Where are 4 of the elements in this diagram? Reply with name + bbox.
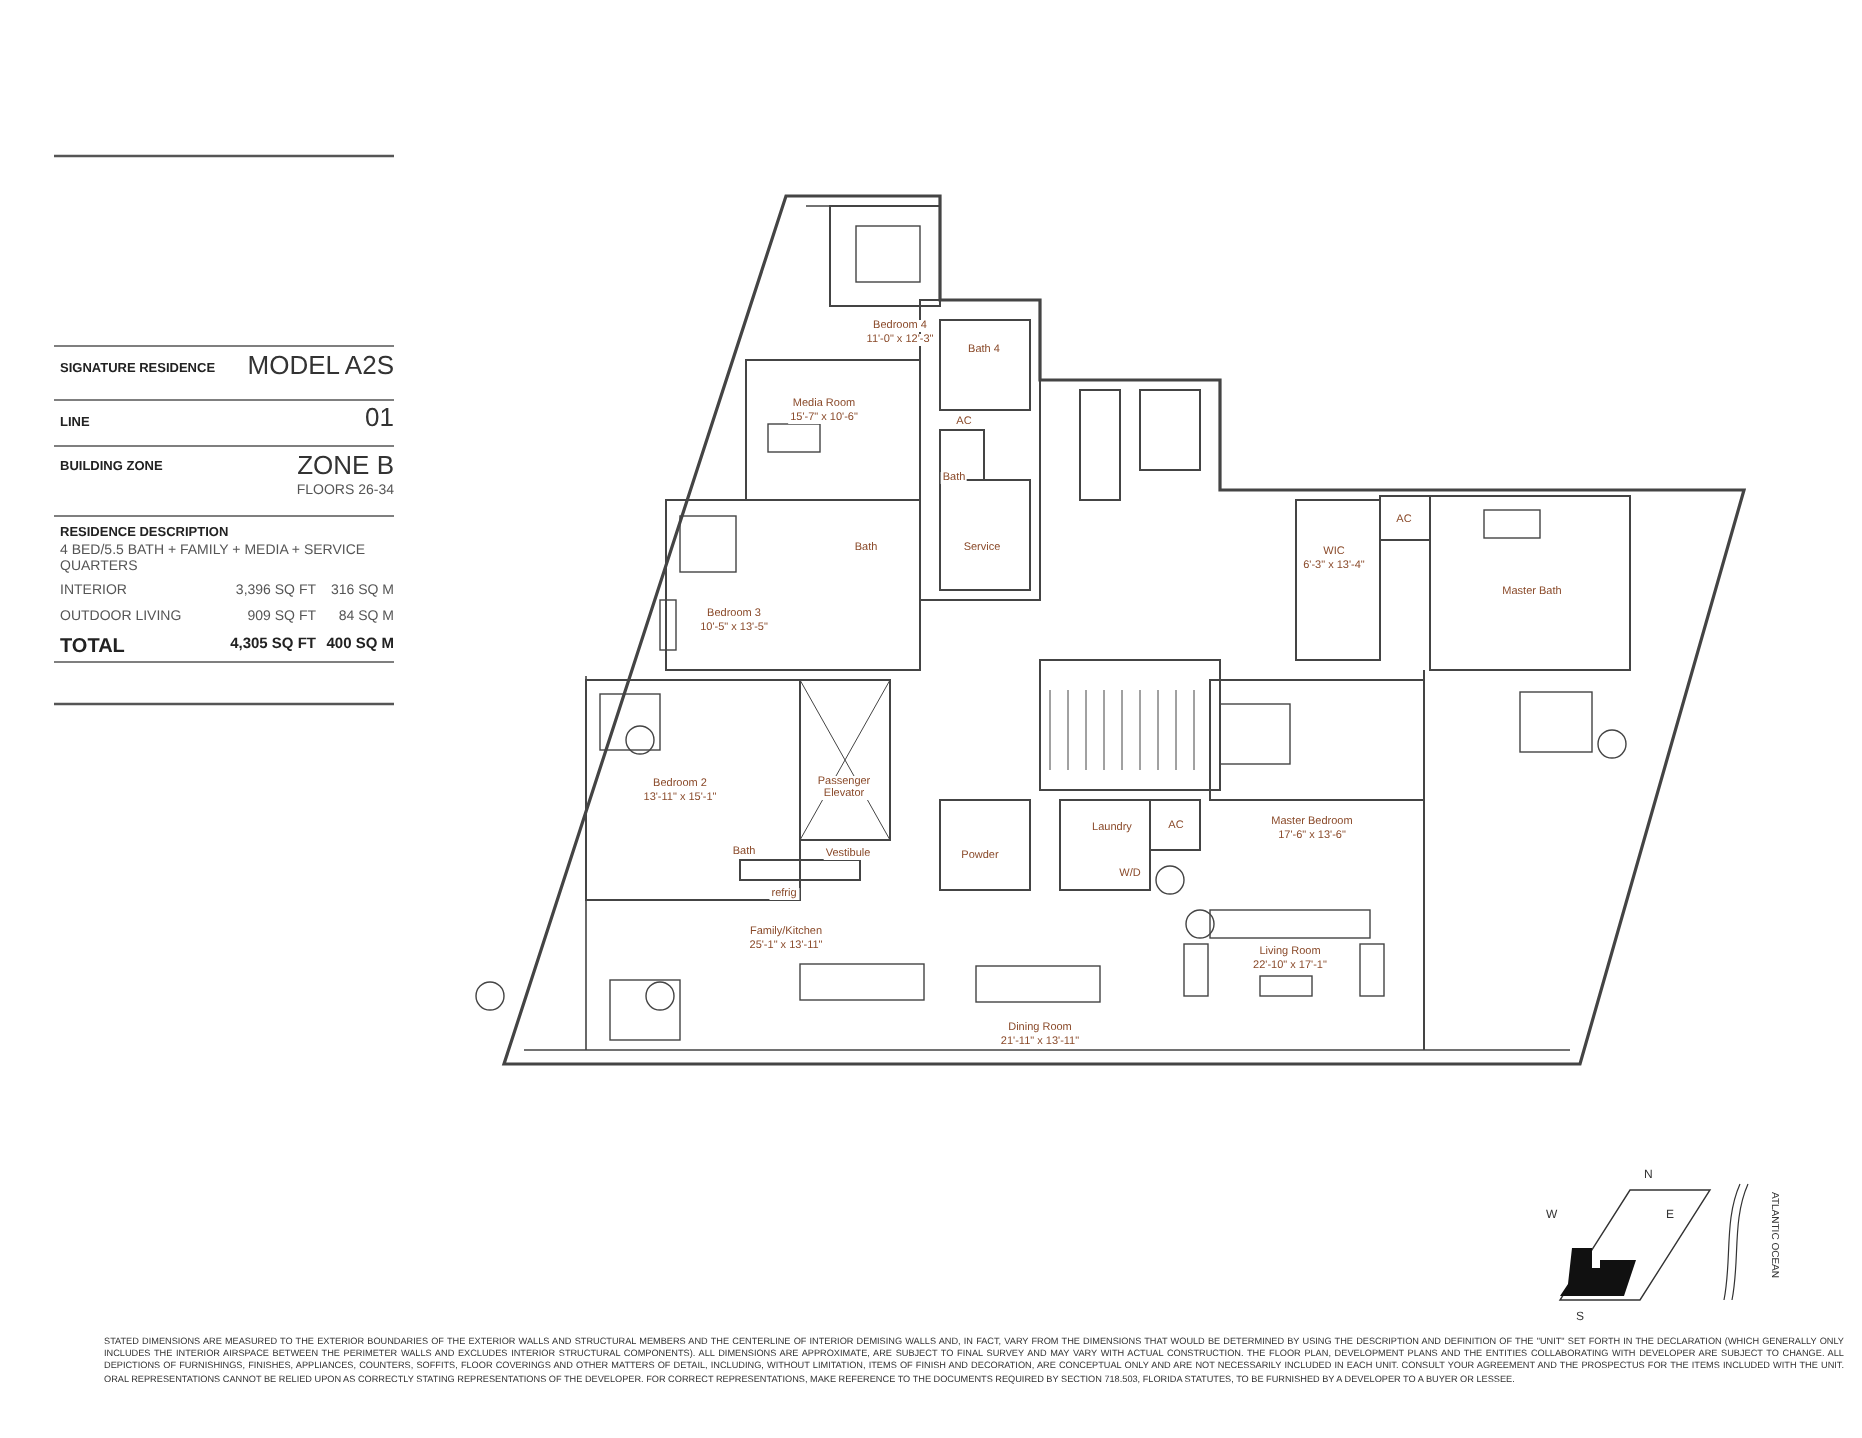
total-label: TOTAL — [60, 636, 125, 658]
spec-value: MODEL A2S — [247, 352, 394, 381]
spec-value: ZONE B — [297, 452, 394, 481]
spec-value: 01 — [365, 404, 394, 433]
